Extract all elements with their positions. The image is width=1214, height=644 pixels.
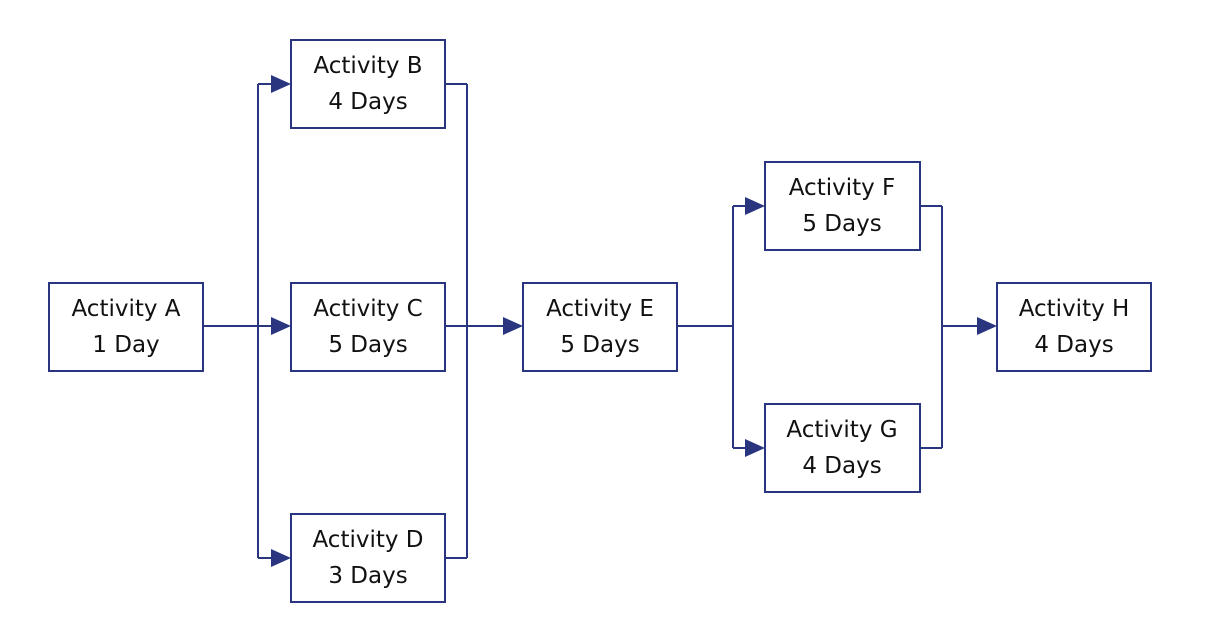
activity-h-duration: 4 Days — [1034, 332, 1113, 358]
activity-d-box — [290, 513, 446, 603]
activity-b-node: Activity B 4 Days — [290, 39, 446, 129]
activity-e-box — [522, 282, 678, 372]
activity-a-name: Activity A — [71, 296, 180, 322]
activity-f-name: Activity F — [789, 175, 896, 201]
activity-g-node: Activity G 4 Days — [764, 403, 921, 493]
activity-d-node: Activity D 3 Days — [290, 513, 446, 603]
activity-g-duration: 4 Days — [802, 453, 881, 479]
activity-a-duration: 1 Day — [92, 332, 159, 358]
activity-e-duration: 5 Days — [560, 332, 639, 358]
activity-a-node: Activity A 1 Day — [48, 282, 204, 372]
connectors-a-to-bcd — [204, 75, 291, 567]
connectors-bcd-to-e — [445, 83, 523, 559]
activity-c-name: Activity C — [313, 296, 422, 322]
activity-h-name: Activity H — [1019, 296, 1130, 322]
activity-f-box — [764, 161, 921, 251]
activity-b-duration: 4 Days — [328, 89, 407, 115]
activity-c-box — [290, 282, 446, 372]
connectors-fg-to-h — [920, 205, 997, 449]
activity-h-box — [996, 282, 1152, 372]
activity-d-name: Activity D — [312, 527, 423, 553]
activity-b-box — [290, 39, 446, 129]
activity-g-name: Activity G — [786, 417, 897, 443]
activity-f-duration: 5 Days — [802, 211, 881, 237]
activity-a-box — [48, 282, 204, 372]
arrowhead-into-f — [745, 197, 765, 215]
activity-e-node: Activity E 5 Days — [522, 282, 678, 372]
activity-c-node: Activity C 5 Days — [290, 282, 446, 372]
arrowhead-into-d — [271, 549, 291, 567]
arrowhead-into-e — [503, 317, 523, 335]
arrowhead-into-h — [977, 317, 997, 335]
activity-e-name: Activity E — [546, 296, 654, 322]
connectors-e-to-fg — [677, 197, 765, 457]
activity-h-node: Activity H 4 Days — [996, 282, 1152, 372]
activity-d-duration: 3 Days — [328, 563, 407, 589]
arrowhead-into-g — [745, 439, 765, 457]
activity-c-duration: 5 Days — [328, 332, 407, 358]
activity-b-name: Activity B — [313, 53, 422, 79]
arrowhead-into-c — [271, 317, 291, 335]
activity-f-node: Activity F 5 Days — [764, 161, 921, 251]
activity-g-box — [764, 403, 921, 493]
arrowhead-into-b — [271, 75, 291, 93]
